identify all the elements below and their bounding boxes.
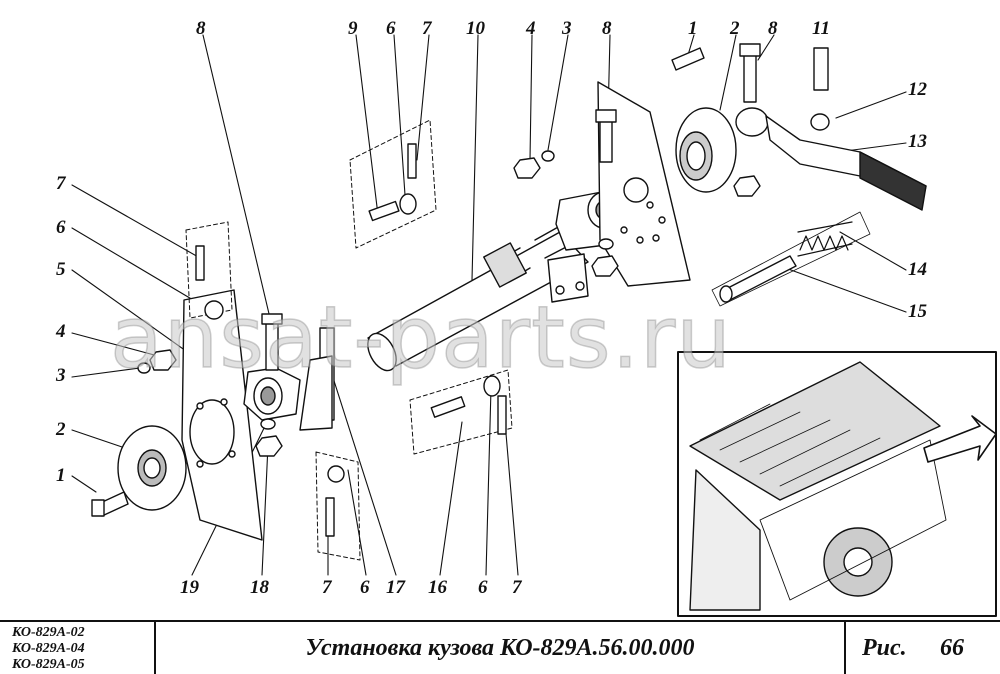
left-bolt — [91, 491, 129, 517]
title-block: КО-829А-02 КО-829А-04 КО-829А-05 Установ… — [0, 620, 1000, 674]
callout-label: 6 — [360, 577, 370, 598]
model-code: КО-829А-05 — [12, 657, 85, 672]
callout-label: 16 — [428, 577, 447, 598]
callout-label: 7 — [322, 577, 332, 598]
right-flange — [675, 107, 737, 193]
callout-label: 8 — [602, 18, 612, 39]
callout-label: 1 — [56, 465, 66, 486]
callout-label: 5 — [56, 259, 66, 280]
callout-label: 3 — [562, 18, 572, 39]
callout-label: 11 — [812, 18, 830, 39]
callout-label: 8 — [768, 18, 778, 39]
callout-label: 2 — [730, 18, 740, 39]
callout-label: 7 — [422, 18, 432, 39]
right-lever — [735, 47, 927, 211]
exploded-assembly-drawing — [71, 34, 997, 617]
left-vertical-bolt — [261, 313, 283, 371]
left-flange — [117, 425, 187, 511]
left-mounting-plate — [181, 289, 263, 541]
callout-label: 6 — [478, 577, 488, 598]
callout-label: 1 — [688, 18, 698, 39]
callout-label: 19 — [180, 577, 199, 598]
pins-and-washers — [195, 143, 507, 537]
model-list: КО-829А-02 КО-829А-04 КО-829А-05 — [0, 622, 156, 674]
callout-label: 17 — [386, 577, 405, 598]
callout-label: 8 — [196, 18, 206, 39]
callout-label: 14 — [908, 259, 927, 280]
callout-label: 3 — [56, 365, 66, 386]
callout-label: 9 — [348, 18, 358, 39]
left-bearing-housing — [243, 367, 301, 421]
link-plate — [299, 327, 335, 431]
callout-label: 2 — [56, 419, 66, 440]
callout-label: 6 — [386, 18, 396, 39]
figure-number: 66 — [940, 635, 964, 661]
right-bolts — [595, 43, 761, 163]
nuts — [137, 150, 761, 457]
callout-label: 10 — [466, 18, 485, 39]
callout-label: 4 — [526, 18, 536, 39]
callout-label: 4 — [56, 321, 66, 342]
callout-label: 13 — [908, 131, 927, 152]
callout-label: 6 — [56, 217, 66, 238]
right-mounting-plate — [597, 81, 691, 287]
callout-label: 12 — [908, 79, 927, 100]
spring — [797, 221, 853, 257]
drawing-title: Установка кузова КО-829А.56.00.000 — [156, 622, 846, 674]
figure-label: Рис. — [862, 635, 907, 661]
callout-label: 7 — [56, 173, 66, 194]
callout-label: 15 — [908, 301, 927, 322]
inset-view-frame — [677, 351, 997, 617]
model-code: КО-829А-02 — [12, 625, 85, 640]
callout-label: 18 — [250, 577, 269, 598]
callout-label: 7 — [512, 577, 522, 598]
rod — [711, 211, 871, 307]
model-code: КО-829А-04 — [12, 641, 85, 656]
pin-insets — [185, 119, 513, 561]
